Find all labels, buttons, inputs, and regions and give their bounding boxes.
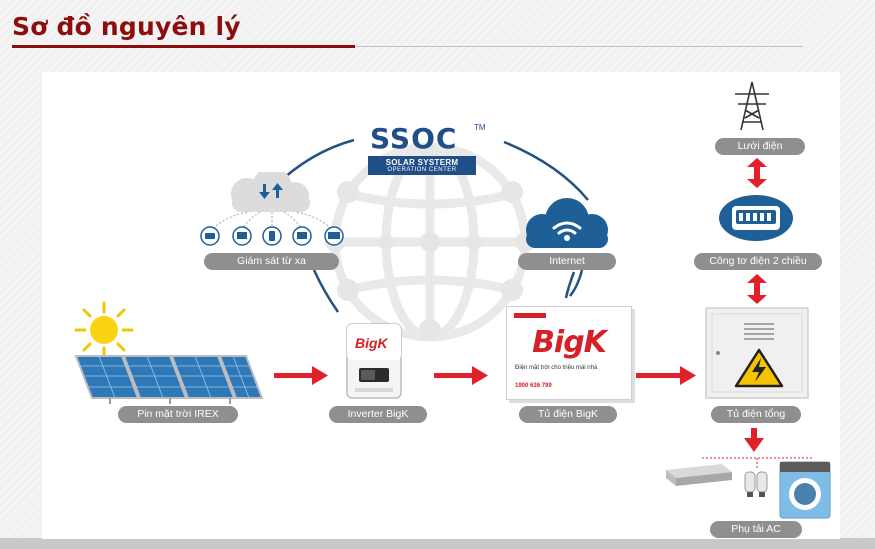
ssoc-logo-text: SSOC	[370, 122, 458, 155]
ssoc-logo: SSOC TM SOLAR SYSTERM OPERATION CENTER	[364, 122, 486, 175]
solar-panels-icon	[74, 355, 264, 404]
arrow-right-icon	[274, 366, 328, 385]
network-arc	[503, 140, 589, 201]
double-arrow-icon	[747, 158, 767, 188]
arrow-down-icon	[744, 428, 764, 452]
arrow-right-icon	[434, 366, 488, 385]
washing-machine-icon	[779, 461, 831, 519]
page-title: Sơ đồ nguyên lý	[12, 12, 241, 41]
internet-label: Internet	[518, 253, 616, 270]
globe-network-graphic	[273, 138, 589, 342]
ssoc-subtitle-2: OPERATION CENTER	[387, 167, 457, 173]
double-arrow-icon	[747, 274, 767, 304]
grid-label: Lưới điện	[715, 138, 805, 155]
ac-load-icon	[666, 457, 831, 519]
bigk-cabinet-hotline: 1900 636 799	[515, 383, 552, 389]
main-cabinet-icon	[705, 307, 809, 399]
solar-panels-label: Pin mặt trời IREX	[118, 406, 238, 423]
network-arc	[564, 271, 576, 299]
bigk-cabinet: BigK Điện mặt trời cho triệu mái nhà 190…	[506, 306, 632, 400]
svg-text:BigK: BigK	[355, 335, 389, 351]
network-arc	[312, 269, 340, 313]
bigk-cabinet-label: Tủ điện BigK	[519, 406, 617, 423]
meter-label: Công tơ điện 2 chiều	[694, 253, 822, 270]
ac-load-label: Phụ tải AC	[710, 521, 802, 538]
ssoc-trademark: TM	[474, 123, 486, 132]
bigk-cabinet-tagline: Điện mặt trời cho triệu mái nhà	[515, 365, 598, 371]
ssoc-subtitle-1: SOLAR SYSTERM	[385, 158, 459, 167]
bigk-cabinet-brand: BigK	[532, 325, 607, 360]
power-tower-icon	[735, 81, 769, 131]
title-underline-red	[12, 45, 355, 48]
remote-monitoring-graphic	[200, 172, 344, 246]
main-cabinet-label: Tủ điện tổng	[711, 406, 801, 423]
internet-cloud-icon	[526, 198, 608, 248]
bulb-icon	[744, 471, 768, 497]
title-underline-blue	[355, 46, 803, 47]
bottom-band	[0, 538, 875, 549]
remote-monitoring-label: Giám sát từ xa	[204, 253, 339, 270]
meter-icon	[719, 195, 793, 241]
network-arc	[569, 269, 584, 297]
inverter-label: Inverter BigK	[329, 406, 427, 423]
sun-icon	[74, 301, 134, 359]
appliance-box-icon	[666, 464, 732, 486]
wifi-icon	[552, 221, 582, 235]
inverter-icon: BigK	[346, 323, 402, 399]
cloud-icon	[231, 172, 310, 212]
arrow-right-icon	[636, 366, 696, 385]
diagram-panel: SSOC TM SOLAR SYSTERM OPERATION CENTER	[42, 72, 840, 539]
upload-download-icon	[259, 183, 283, 199]
